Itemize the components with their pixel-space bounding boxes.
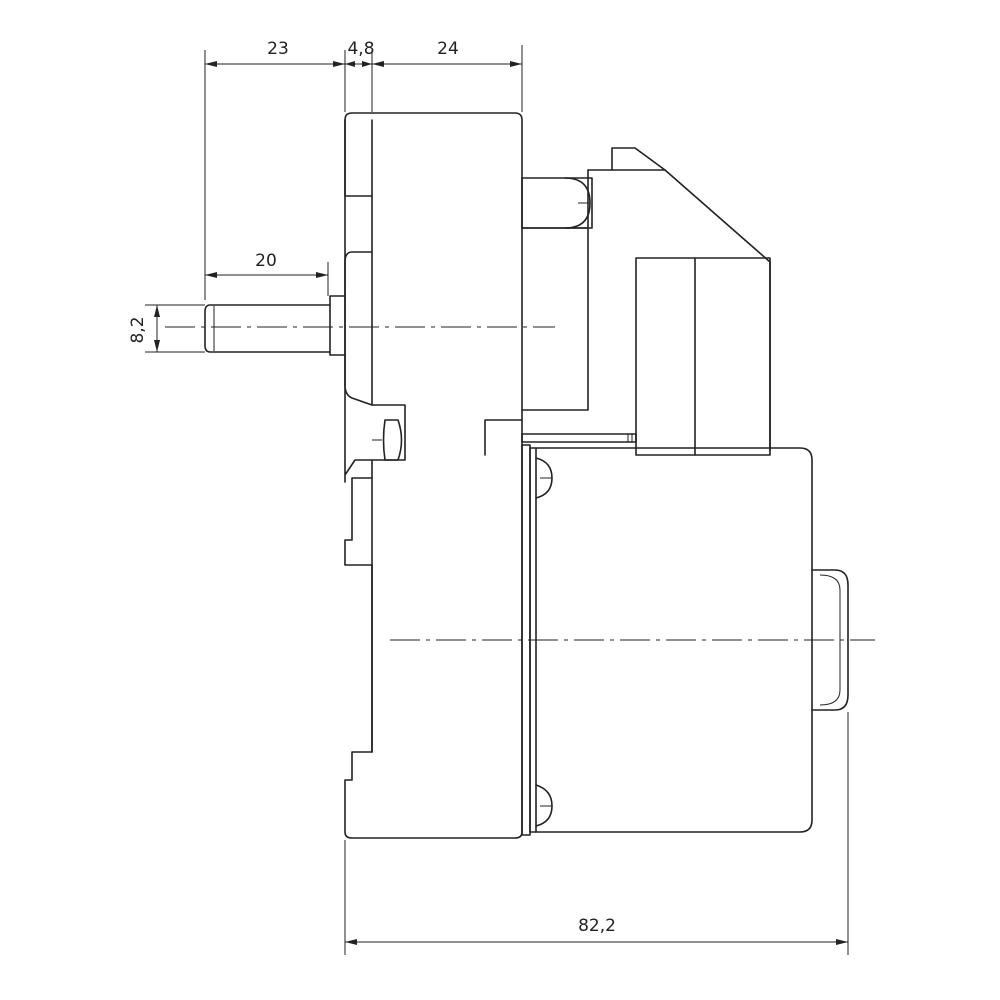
dimension-shaft-diameter: 8,2 <box>128 304 205 353</box>
dim-label-20: 20 <box>255 251 277 271</box>
output-shaft <box>204 304 331 353</box>
dimension-overall-length: 82,2 <box>344 712 849 955</box>
dim-label-4-8: 4,8 <box>347 39 374 59</box>
center-lines <box>165 326 875 641</box>
dimension-top-row: 23 4,8 24 <box>204 39 523 300</box>
gearbox-housing <box>329 112 523 839</box>
dim-label-24: 24 <box>437 39 459 59</box>
dim-label-23: 23 <box>267 39 289 59</box>
dim-label-8-2: 8,2 <box>128 316 148 343</box>
dimension-shaft-length: 20 <box>205 251 329 296</box>
capacitor-block <box>521 147 771 456</box>
dim-label-82-2: 82,2 <box>578 916 616 936</box>
